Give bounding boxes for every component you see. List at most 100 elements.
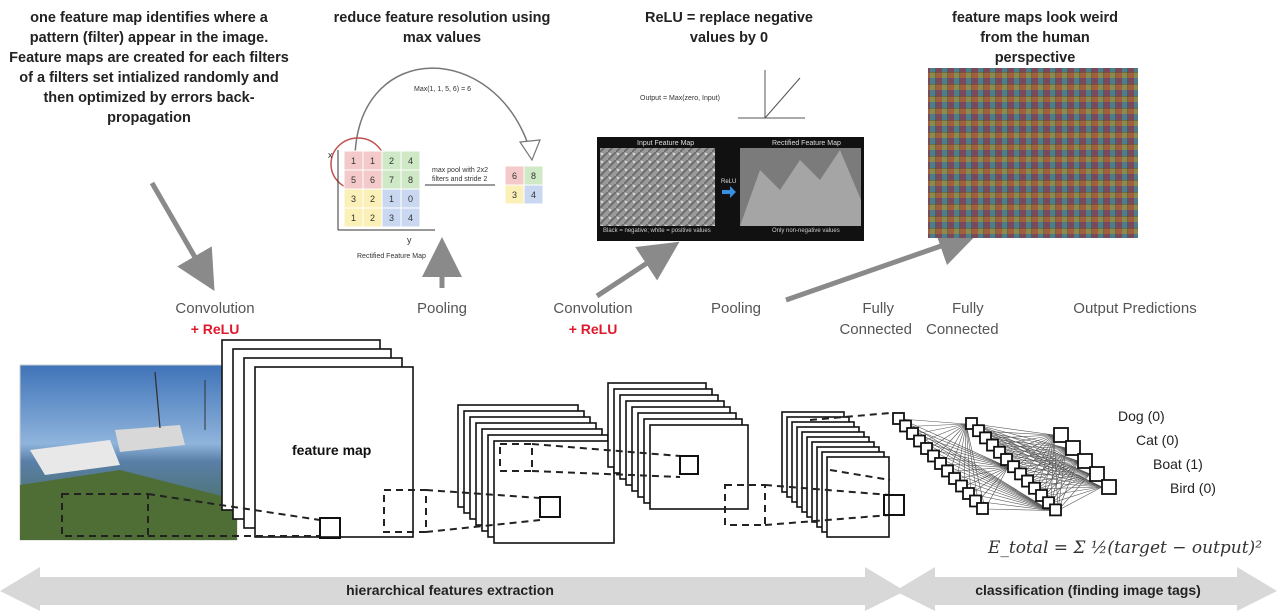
conv1-label: Convolution + ReLU: [150, 298, 280, 340]
loss-formula: E_total = Σ ½(target − output)²: [988, 538, 1263, 558]
fc-neuron: [1077, 453, 1093, 469]
prediction-boat: Boat (1): [1153, 456, 1203, 472]
feature-maps-mosaic: [928, 68, 1138, 238]
relu-output-title: Rectified Feature Map: [772, 140, 841, 147]
pooled-value: 3: [512, 190, 517, 200]
fc-neuron: [965, 417, 978, 430]
feature-map-layer: [826, 456, 890, 538]
filters-note: one feature map identifies where a patte…: [9, 10, 289, 126]
relu-formula: Output = Max(zero, Input): [640, 95, 720, 102]
max-formula: Max(1, 1, 5, 6) = 6: [414, 86, 471, 93]
fc-neuron: [1049, 503, 1062, 517]
fc-neuron: [1028, 481, 1041, 495]
fc-neuron: [976, 502, 989, 515]
fc-neuron: [927, 449, 940, 463]
conv2-relu-label: + ReLU: [568, 321, 618, 337]
receptive-field-lines: [61, 412, 891, 537]
fc2-label: Fully Connected: [926, 300, 999, 338]
pool2-label: Pooling: [710, 300, 762, 317]
pool-grid-value: 0: [408, 194, 413, 204]
conv1-feature-stack: [221, 339, 414, 538]
pool-caption: max pool with 2x2 filters and stride 2: [432, 167, 489, 183]
classification-bar-label: classification (finding image tags): [975, 582, 1201, 598]
feature-map-layer: [493, 440, 615, 544]
fc-neuron: [948, 472, 961, 485]
relu-inset: [597, 70, 864, 241]
fc-neuron: [1053, 427, 1069, 443]
pool-y-label: y: [407, 235, 412, 245]
fc-neuron: [941, 464, 954, 478]
fc-neuron: [1014, 467, 1027, 481]
fc-neuron: [934, 457, 947, 470]
relu-note: ReLU = replace negative values by 0: [644, 10, 814, 46]
extraction-bar: [0, 567, 905, 611]
featuremaps-note: feature maps look weird from the human p…: [952, 10, 1118, 66]
fc-neuron: [986, 438, 999, 452]
relu-arrow-label: ReLU: [721, 179, 737, 185]
fc-neuron: [1089, 466, 1105, 482]
pooling-curved-arrow: [354, 67, 531, 156]
pool-grid-value: 5: [351, 175, 356, 185]
relu-input-title: Input Feature Map: [637, 140, 695, 147]
fc-neuron: [979, 431, 992, 445]
pool-x-label: x: [328, 150, 333, 160]
pool-grid-value: 2: [370, 213, 375, 223]
fc-neuron: [1021, 474, 1034, 488]
fc-neuron: [962, 487, 975, 500]
pool-grid-value: 8: [408, 175, 413, 185]
prediction-dog: Dog (0): [1118, 408, 1165, 424]
pool-grid-value: 1: [351, 213, 356, 223]
pool1-feature-stack: [457, 404, 615, 544]
fc-neuron: [1007, 460, 1020, 474]
fc-neuron: [1101, 479, 1117, 495]
input-boat-image: [19, 364, 238, 541]
conv2-label: Convolution + ReLU: [528, 298, 658, 340]
fc-neuron: [972, 424, 985, 438]
fc-neuron: [920, 442, 933, 455]
relu-output-caption: Only non-negative values: [772, 228, 840, 234]
prediction-bird: Bird (0): [1170, 480, 1216, 496]
fc1-label: Fully Connected: [839, 300, 912, 338]
pool-grid-value: 1: [370, 156, 375, 166]
pooling-note: reduce feature resolution using max valu…: [333, 10, 551, 46]
relu-input-caption: Black = negative; white = positive value…: [603, 228, 711, 234]
pool-map-label: Rectified Feature Map: [357, 253, 426, 260]
feature-map-layer: [254, 366, 414, 538]
fc-neuron: [892, 412, 905, 425]
fc-neuron: [899, 419, 912, 433]
fc-connections: [900, 418, 1103, 511]
fc-neuron: [906, 427, 919, 440]
fc-neuron: [955, 479, 968, 493]
conv2-feature-stack: [607, 382, 749, 510]
pool1-label: Pooling: [416, 300, 468, 317]
pool-grid-value: 7: [389, 175, 394, 185]
pool-grid-value: 3: [351, 194, 356, 204]
kernel-boxes: [319, 455, 905, 539]
fc-neuron: [993, 445, 1006, 459]
fully-connected-layers: [892, 412, 1117, 517]
featuremaps-pointer-arrow: [785, 227, 979, 303]
filters-pointer-arrow: [149, 181, 215, 291]
pool-grid-value: 1: [389, 194, 394, 204]
pool-grid-value: 2: [370, 194, 375, 204]
pool-grid-value: 2: [389, 156, 394, 166]
feature-map-label: feature map: [292, 442, 372, 458]
pool-grid-value: 1: [351, 156, 356, 166]
pool-grid-value: 3: [389, 213, 394, 223]
pooled-value: 4: [531, 190, 536, 200]
pooled-cell: [523, 184, 544, 205]
fc-neuron: [1000, 453, 1013, 466]
pool-grid-value: 4: [408, 213, 413, 223]
pool-grid-value: 4: [408, 156, 413, 166]
fc-neuron: [969, 494, 982, 508]
prediction-cat: Cat (0): [1136, 432, 1179, 448]
extraction-bar-label: hierarchical features extraction: [346, 582, 554, 598]
fc-neuron: [1035, 489, 1048, 502]
fc-neuron: [913, 434, 926, 448]
fc-neuron: [1042, 496, 1055, 510]
fc-neuron: [1065, 440, 1081, 456]
pooled-value: 8: [531, 171, 536, 181]
